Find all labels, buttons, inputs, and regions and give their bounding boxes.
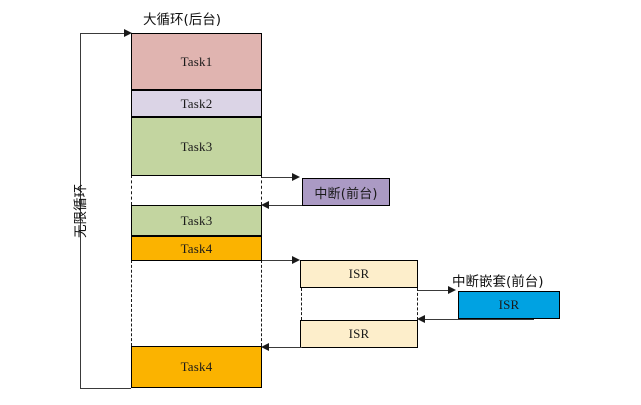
interrupt-enter-line xyxy=(262,177,294,178)
interrupt-return-arrowhead xyxy=(261,200,269,209)
isr-return-arrowhead xyxy=(261,342,269,351)
task-block-task4-resumed: Task4 xyxy=(131,346,262,388)
task-block-label: Task2 xyxy=(180,95,213,111)
nested-return-line xyxy=(424,319,534,320)
loop-bottom-line xyxy=(80,388,131,389)
isr-enter-line xyxy=(262,260,294,261)
task-block-task1: Task1 xyxy=(131,33,262,90)
task-block-label: Task1 xyxy=(180,53,213,69)
dashed-guide-left-upper xyxy=(131,175,132,205)
interrupt-enter-arrowhead xyxy=(292,172,300,181)
nested-enter-arrowhead xyxy=(448,285,456,294)
nested-isr-block: ISR xyxy=(458,291,560,319)
isr-enter-arrowhead xyxy=(292,255,300,264)
nested-return-arrowhead xyxy=(417,314,425,323)
interrupt-foreground-block: 中断(前台) xyxy=(302,178,390,206)
isr-block-label: ISR xyxy=(348,266,370,281)
infinite-loop-label: 无限循环 xyxy=(73,184,89,238)
background-loop-title: 大循环(后台) xyxy=(143,12,222,28)
loop-entry-arrowhead xyxy=(124,28,132,37)
task-block-label: Task3 xyxy=(180,212,213,228)
nested-interrupt-label: 中断嵌套(前台) xyxy=(452,274,544,290)
task-block-label: Task4 xyxy=(180,240,213,256)
task-block-task3-first: Task3 xyxy=(131,117,262,176)
task-block-label: Task4 xyxy=(180,359,213,374)
loop-left-line xyxy=(80,33,81,388)
loop-top-line xyxy=(80,33,126,34)
interrupt-return-line xyxy=(268,205,302,206)
task-block-task2: Task2 xyxy=(131,90,262,117)
interrupt-foreground-label: 中断(前台) xyxy=(314,186,378,202)
nested-isr-label: ISR xyxy=(498,297,520,312)
isr-block-resumed: ISR xyxy=(300,320,418,348)
isr-dashed-guide-right xyxy=(417,288,418,320)
isr-dashed-guide-left xyxy=(301,288,302,320)
isr-block-first: ISR xyxy=(300,260,418,288)
nested-enter-line xyxy=(418,290,450,291)
task-block-task4-first: Task4 xyxy=(131,236,262,261)
dashed-guide-right-lower xyxy=(261,260,262,346)
isr-block-label: ISR xyxy=(348,326,370,341)
task-block-task3-resumed: Task3 xyxy=(131,205,262,236)
dashed-guide-left-lower xyxy=(131,260,132,346)
dashed-guide-right-upper xyxy=(261,175,262,205)
isr-return-line xyxy=(268,347,302,348)
task-block-label: Task3 xyxy=(180,138,213,154)
